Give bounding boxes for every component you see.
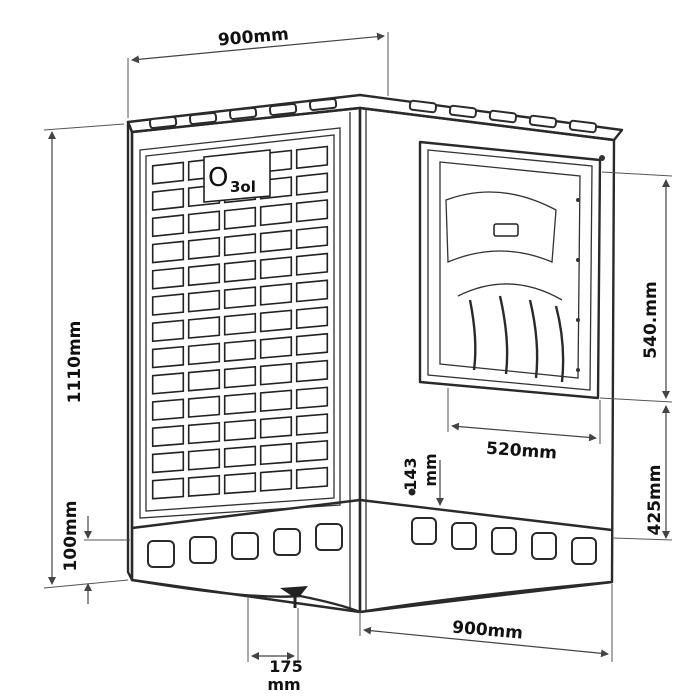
louvre-cell <box>151 451 185 474</box>
dimension-total-height <box>43 123 129 589</box>
label-side-offset-value: 143 <box>401 457 420 490</box>
louvre-cell <box>187 236 221 260</box>
label-outlet-width: 520mm <box>485 439 557 464</box>
louvre-cell <box>259 416 293 439</box>
louvre-cell <box>223 472 257 495</box>
badge-logo-text: 3ol <box>230 178 256 196</box>
badge-logo-mark: O <box>208 163 228 193</box>
louvre-cell <box>151 372 185 395</box>
dimension-outlet-height <box>599 171 673 403</box>
louvre-cell <box>295 413 329 436</box>
louvre-cell <box>223 392 257 415</box>
label-outlet-bottom-offset: 425mm <box>645 465 665 536</box>
louvre-cell <box>151 477 185 500</box>
louvre-cell <box>151 398 185 421</box>
label-drain-unit: mm <box>267 675 300 694</box>
louvre-cell <box>295 252 329 276</box>
louvre-cell <box>295 306 329 330</box>
louvre-cell <box>223 233 257 257</box>
louvre-cell <box>259 309 293 333</box>
louvre-cell <box>151 319 185 343</box>
louvre-cell <box>223 339 257 363</box>
louvre-cell <box>151 424 185 448</box>
dimension-outlet-bottom-offset <box>611 405 673 541</box>
louvre-cell <box>295 279 329 303</box>
louvre-cell <box>223 445 257 468</box>
louvre-cell <box>187 369 221 392</box>
louvre-cell <box>151 214 185 238</box>
louvre-cell <box>187 210 221 234</box>
louvre-cell <box>259 469 293 492</box>
louvre-cell <box>295 359 329 383</box>
label-outlet-height: 540.mm <box>641 281 661 358</box>
louvre-cell <box>187 474 221 497</box>
louvre-cell <box>295 386 329 410</box>
louvre-cell <box>187 263 221 287</box>
label-base-height: 100mm <box>61 501 81 572</box>
top-rim-slots <box>148 97 598 134</box>
louvre-cell <box>259 229 293 253</box>
louvre-cell <box>151 345 185 369</box>
dimension-outlet-width <box>447 388 601 444</box>
louvre-cell <box>259 362 293 386</box>
louvre-cell <box>187 421 221 445</box>
louvre-cell <box>295 332 329 356</box>
louvre-cell <box>295 439 329 463</box>
louvre-cell <box>259 202 293 227</box>
label-drain-value: 175 <box>269 657 302 676</box>
louvre-cell <box>151 240 185 264</box>
louvre-cell <box>151 161 185 185</box>
dimension-drain <box>247 596 299 662</box>
louvre-cell <box>187 448 221 471</box>
louvre-cell <box>223 286 257 310</box>
louvre-cell <box>187 316 221 339</box>
louvre-cell <box>295 199 329 223</box>
louvre-cell <box>295 145 329 170</box>
louvre-cell <box>259 442 293 466</box>
louvre-cell <box>223 259 257 283</box>
dimension-base-height <box>84 516 130 604</box>
label-side-offset-unit: mm <box>421 453 440 486</box>
dimension-top-width <box>127 32 389 118</box>
air-outlet-window <box>418 140 605 400</box>
base-rail-slots <box>131 498 613 568</box>
louvre-cell <box>259 336 293 359</box>
louvre-cell <box>151 187 185 211</box>
control-panel-badge: O 3ol <box>203 149 271 203</box>
louvre-cell <box>259 282 293 306</box>
louvre-cell <box>295 225 329 250</box>
louvre-cell <box>151 266 185 290</box>
louvre-cell <box>187 342 221 366</box>
louvre-cell <box>223 419 257 442</box>
louvre-cell <box>259 256 293 280</box>
louvre-cell <box>295 172 329 196</box>
louvre-cell <box>223 365 257 389</box>
louvre-cell <box>187 289 221 313</box>
louvre-cell <box>223 312 257 336</box>
dimension-bottom-width <box>359 584 613 662</box>
louvre-cell <box>151 293 185 316</box>
louvre-cell <box>259 389 293 413</box>
louvre-cell <box>295 466 329 490</box>
side-fixing-hole <box>408 460 444 506</box>
drain-outlet <box>280 586 308 608</box>
louvre-cell <box>187 395 221 418</box>
label-total-height: 1110mm <box>65 321 85 404</box>
louvre-cell <box>223 206 257 230</box>
